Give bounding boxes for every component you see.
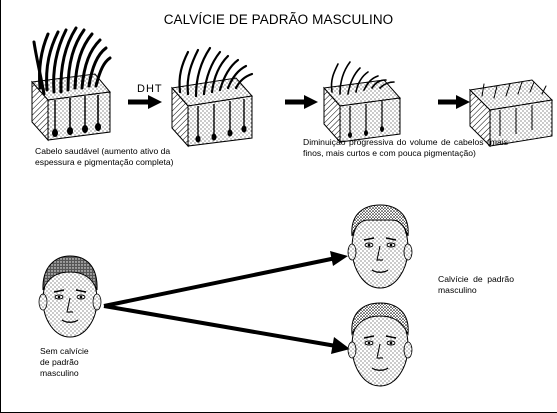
face-bald-bottom bbox=[348, 303, 412, 386]
face-bald-top bbox=[348, 205, 412, 288]
caption-progressive-thinning: Diminuição progressiva do volume de cabe… bbox=[303, 137, 508, 159]
arrow-to-bald-top bbox=[104, 251, 348, 306]
arrow-to-bald-bottom bbox=[104, 306, 350, 354]
caption-male-pattern-baldness: Calvície de padrão masculino bbox=[438, 274, 514, 296]
skin-block-healthy bbox=[32, 28, 110, 140]
arrow-dht bbox=[128, 95, 162, 109]
skin-block-stage-3 bbox=[324, 62, 400, 142]
dht-label: DHT bbox=[137, 83, 163, 95]
caption-healthy-hair: Cabelo saudável (aumento ativo da espess… bbox=[35, 146, 180, 168]
arrow-stage-2-3 bbox=[285, 95, 318, 109]
caption-no-baldness: Sem calvície de padrão masculino bbox=[40, 346, 100, 379]
arrow-stage-3-4 bbox=[438, 95, 470, 109]
face-no-baldness bbox=[39, 256, 101, 337]
skin-block-stage-2 bbox=[172, 48, 252, 146]
